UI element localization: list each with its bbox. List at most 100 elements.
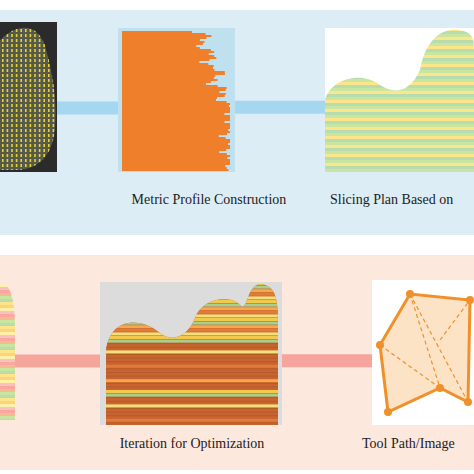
path-dot — [464, 398, 472, 406]
toolpath-dots — [376, 290, 474, 416]
mesh-dot — [39, 119, 41, 122]
iteration-stripe — [100, 386, 282, 387]
mesh-dot — [11, 119, 13, 122]
mesh-dot — [48, 39, 50, 42]
partial-shape — [0, 278, 15, 422]
slice-stripe — [0, 320, 15, 323]
mesh-dot — [30, 24, 32, 27]
profile-bar — [122, 139, 230, 141]
mesh-dot — [39, 49, 41, 52]
mesh-dot — [53, 104, 55, 107]
mesh-dot — [25, 84, 27, 87]
mesh-dot — [39, 59, 41, 62]
mesh-dot — [30, 159, 32, 162]
mesh-dot — [43, 59, 45, 62]
profile-bar — [122, 67, 213, 69]
mesh-dot — [43, 109, 45, 112]
mesh-dot — [48, 109, 50, 112]
mesh-dot — [34, 159, 36, 162]
mesh-dot — [34, 134, 36, 137]
mesh-dot — [39, 69, 41, 72]
mesh-dot — [11, 114, 13, 117]
slice-stripe — [0, 278, 15, 281]
slice-stripe — [0, 335, 15, 338]
profile-bar — [122, 137, 226, 139]
mesh-dot — [48, 159, 50, 162]
slice-stripe — [0, 395, 15, 398]
mesh-dot — [2, 104, 4, 107]
iteration-image — [100, 282, 282, 425]
mesh-dot — [30, 124, 32, 127]
slice-stripe — [0, 380, 15, 383]
mesh-dot — [30, 89, 32, 92]
slice-stripe — [325, 40, 474, 43]
mesh-dot — [30, 114, 32, 117]
profile-bar — [122, 125, 230, 127]
profile-bar — [122, 87, 227, 89]
mesh-dot — [34, 99, 36, 102]
slice-stripe — [325, 139, 474, 142]
mesh-dot — [7, 139, 9, 142]
mesh-dot — [25, 129, 27, 132]
profile-bar — [122, 109, 230, 111]
mesh-dot — [7, 159, 9, 162]
slicing-shape — [325, 28, 474, 172]
mesh-dot — [34, 164, 36, 167]
profile-bar — [122, 37, 207, 39]
mesh-dot — [7, 104, 9, 107]
mesh-dot — [20, 84, 22, 87]
mesh-dot — [39, 39, 41, 42]
image-panel: Tool Path/Image — [372, 280, 474, 425]
mesh-dot — [7, 79, 9, 82]
mesh-dot — [30, 79, 32, 82]
mesh-dot — [48, 169, 50, 172]
path-dot — [436, 384, 444, 392]
slice-stripe — [325, 67, 474, 70]
iteration-stripe — [100, 408, 282, 409]
iteration-stripe — [100, 304, 282, 307]
mesh-dot — [16, 99, 18, 102]
mesh-dot — [2, 139, 4, 142]
mesh-dot — [7, 84, 9, 87]
mesh-dot — [2, 79, 4, 82]
mesh-dot — [39, 134, 41, 137]
slice-stripe — [0, 323, 15, 326]
mesh-dot — [7, 134, 9, 137]
mesh-dot — [2, 59, 4, 62]
slice-stripe — [0, 365, 15, 368]
mesh-dot — [48, 69, 50, 72]
profile-bar — [122, 157, 227, 159]
slice-stripe — [325, 31, 474, 34]
toolpath-image — [372, 280, 474, 425]
profile-bar — [122, 149, 226, 151]
slice-stripe — [0, 398, 15, 401]
iteration-stripe — [100, 419, 282, 422]
slice-stripe — [0, 311, 15, 314]
mesh-dot — [53, 99, 55, 102]
profile-bar — [122, 165, 225, 167]
mesh-dot — [53, 149, 55, 152]
mesh-dot — [2, 169, 4, 172]
mesh-dot — [43, 154, 45, 157]
mesh-dot — [25, 139, 27, 142]
mesh-dot — [16, 164, 18, 167]
slice-stripe — [0, 317, 15, 320]
slice-stripe — [325, 34, 474, 37]
slice-stripe — [0, 371, 15, 374]
mesh-dot — [48, 154, 50, 157]
slice-stripe — [325, 127, 474, 130]
iteration-stripe — [100, 311, 282, 314]
slice-stripe — [325, 73, 474, 76]
mesh-dot — [39, 99, 41, 102]
mesh-dot — [53, 24, 55, 27]
mesh-dot — [11, 84, 13, 87]
mesh-dot — [20, 39, 22, 42]
profile-bar — [122, 83, 206, 85]
mesh-dot — [53, 159, 55, 162]
mesh-dot — [16, 89, 18, 92]
slice-stripe — [325, 49, 474, 52]
panel-caption: Iteration for Optimization — [120, 436, 265, 453]
slice-stripe — [325, 82, 474, 85]
mesh-dot — [7, 74, 9, 77]
